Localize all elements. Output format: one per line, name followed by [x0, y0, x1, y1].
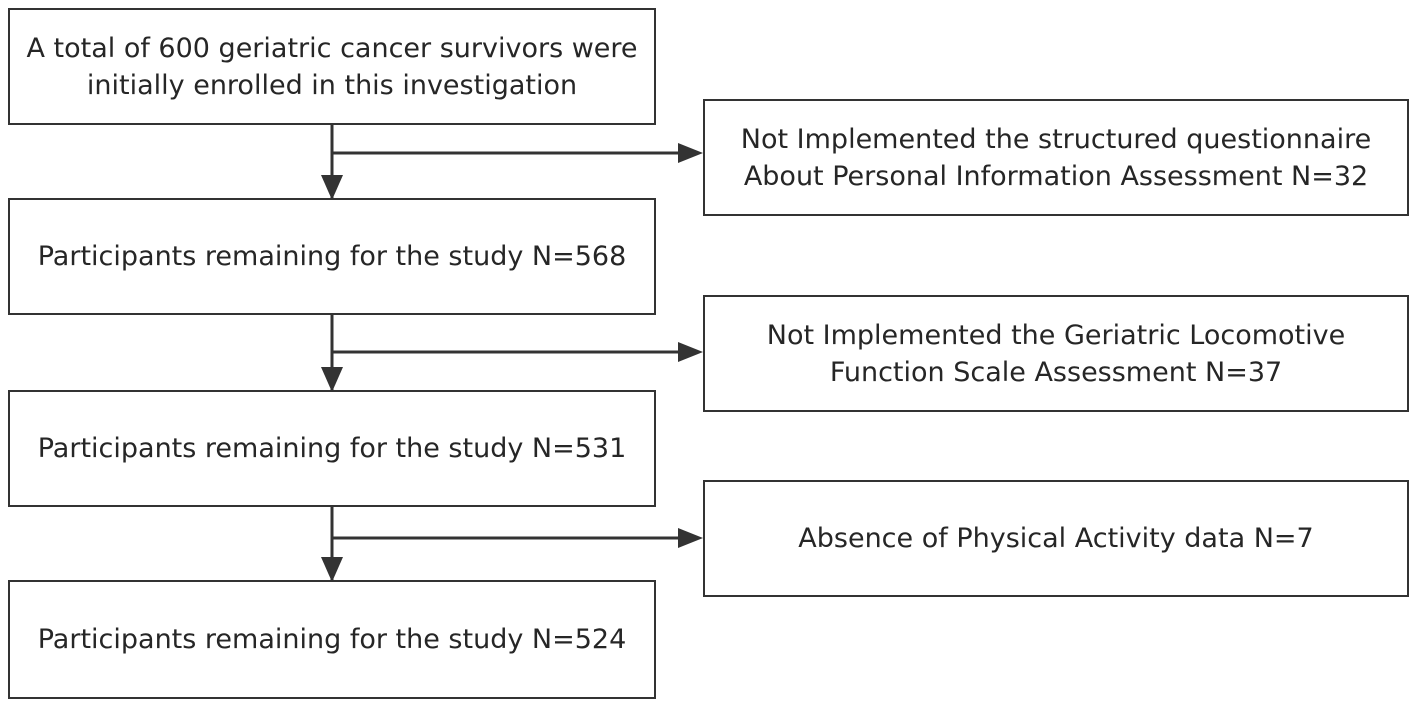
remaining-box-2: Participants remaining for the study N=5…	[8, 390, 656, 507]
enrolled-line-1: A total of 600 geriatric cancer survivor…	[26, 32, 638, 64]
arrow-down-3	[321, 557, 343, 582]
arrow-right-3	[678, 528, 703, 548]
excluded-1-line-1: Not Implemented the structured questionn…	[740, 123, 1372, 155]
enrolled-line-2: initially enrolled in this investigation	[86, 69, 578, 101]
enrolled-box: A total of 600 geriatric cancer survivor…	[8, 8, 656, 125]
remaining-box-1: Participants remaining for the study N=5…	[8, 198, 656, 315]
excluded-2-line-1: Not Implemented the Geriatric Locomotive	[766, 319, 1346, 351]
excluded-2-line-2: Function Scale Assessment N=37	[829, 356, 1283, 388]
excluded-box-3: Absence of Physical Activity data N=7	[703, 480, 1409, 597]
arrow-down-2	[321, 367, 343, 392]
remaining-3-text: Participants remaining for the study N=5…	[37, 624, 627, 655]
arrow-right-1	[678, 143, 703, 163]
remaining-2-text: Participants remaining for the study N=5…	[37, 433, 627, 464]
arrow-right-2	[678, 342, 703, 362]
arrow-down-1	[321, 175, 343, 200]
remaining-1-text: Participants remaining for the study N=5…	[37, 241, 627, 272]
excluded-1-line-2: About Personal Information Assessment N=…	[743, 160, 1369, 192]
excluded-3-text: Absence of Physical Activity data N=7	[798, 523, 1314, 554]
excluded-box-1: Not Implemented the structured questionn…	[703, 99, 1409, 216]
excluded-box-2: Not Implemented the Geriatric Locomotive…	[703, 295, 1409, 412]
remaining-box-3: Participants remaining for the study N=5…	[8, 580, 656, 699]
